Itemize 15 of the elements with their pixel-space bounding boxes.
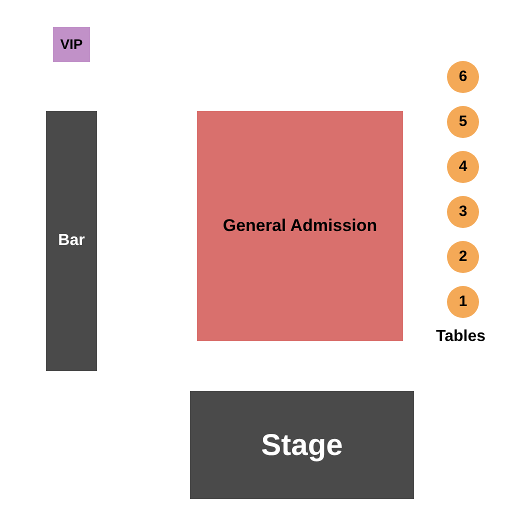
table-seat: 4 (447, 151, 479, 183)
section-label: Bar (58, 231, 85, 251)
section-label: General Admission (222, 215, 378, 238)
table-seat: 5 (447, 106, 479, 138)
table-seat: 6 (447, 61, 479, 93)
section-label: Stage (261, 428, 343, 464)
general-admission-section (197, 111, 403, 341)
stage-area (190, 391, 414, 499)
group-label: Tables (436, 327, 486, 347)
section-label: VIP (60, 35, 83, 54)
table-seat: 3 (447, 196, 479, 228)
vip-section (53, 27, 90, 62)
bar-area (46, 111, 97, 371)
table-seat: 1 (447, 286, 479, 318)
table-seat: 2 (447, 241, 479, 273)
